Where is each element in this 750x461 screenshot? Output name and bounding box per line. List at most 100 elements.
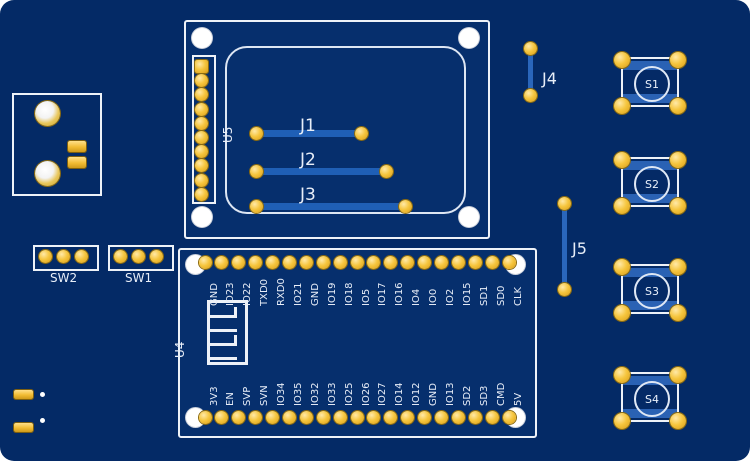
u4-bottom-pad-9[interactable] [333, 411, 347, 424]
switch-pad-1[interactable] [614, 259, 630, 275]
u5-pad-5[interactable] [195, 116, 208, 130]
u4-top-pad-13[interactable] [401, 256, 415, 269]
switch-actuator-ring[interactable]: S1 [634, 66, 670, 102]
sw1-pad-1[interactable] [114, 250, 127, 263]
j1-pad-2[interactable] [355, 127, 368, 140]
u4-bottom-pad-7[interactable] [299, 411, 313, 424]
sw2-pad-1[interactable] [39, 250, 52, 263]
u5-pad-1[interactable] [195, 60, 208, 73]
switch-pad-2[interactable] [670, 152, 686, 168]
switch-pad-2[interactable] [670, 52, 686, 68]
power-connector-smd-pad-1[interactable] [68, 141, 86, 152]
j2-pad-2[interactable] [380, 165, 393, 178]
u4-top-pad-19[interactable] [502, 256, 516, 269]
j3-pad-1[interactable] [250, 200, 263, 213]
sw2-pad-3[interactable] [75, 250, 88, 263]
u4-bottom-pad-11[interactable] [367, 411, 381, 424]
j2-pad-1[interactable] [250, 165, 263, 178]
u4-bottom-pad-1[interactable] [198, 411, 212, 424]
u4-bottom-pad-15[interactable] [434, 411, 448, 424]
u4-bottom-pad-13[interactable] [401, 411, 415, 424]
switch-pad-4[interactable] [670, 413, 686, 429]
u4-top-pad-16[interactable] [451, 256, 465, 269]
switch-contact-bar-top [623, 61, 677, 70]
u4-top-pad-14[interactable] [418, 256, 432, 269]
u4-top-pad-4[interactable] [249, 256, 263, 269]
j1-pad-1[interactable] [250, 127, 263, 140]
u4-bottom-label-18: CMD [495, 382, 507, 406]
switch-pad-4[interactable] [670, 98, 686, 114]
u4-bottom-pad-17[interactable] [468, 411, 482, 424]
sw1-pad-3[interactable] [150, 250, 163, 263]
switch-actuator-ring[interactable]: S4 [634, 381, 670, 417]
u4-top-pad-12[interactable] [384, 256, 398, 269]
power-connector-pad-2[interactable] [35, 161, 60, 186]
u4-top-pad-2[interactable] [215, 256, 229, 269]
tactile-switch-s2[interactable]: S2 [610, 148, 690, 216]
u4-top-pad-10[interactable] [350, 256, 364, 269]
u5-pad-2[interactable] [195, 74, 208, 88]
test-pad-1[interactable] [14, 390, 33, 399]
switch-pad-3[interactable] [614, 98, 630, 114]
power-connector-smd-pad-2[interactable] [68, 157, 86, 168]
u5-pad-10[interactable] [195, 187, 208, 201]
u4-bottom-pad-19[interactable] [502, 411, 516, 424]
antenna-trace-seg-h4 [207, 343, 237, 346]
tactile-switch-s1[interactable]: S1 [610, 48, 690, 116]
u4-top-pad-15[interactable] [434, 256, 448, 269]
switch-pad-3[interactable] [614, 198, 630, 214]
switch-pad-4[interactable] [670, 305, 686, 321]
switch-pad-3[interactable] [614, 413, 630, 429]
sw2-pad-2[interactable] [57, 250, 70, 263]
u4-bottom-pad-2[interactable] [215, 411, 229, 424]
u5-pad-6[interactable] [195, 131, 208, 144]
j2-label: J2 [300, 150, 316, 170]
u4-top-pad-18[interactable] [485, 256, 499, 269]
switch-pad-2[interactable] [670, 367, 686, 383]
u5-pad-3[interactable] [195, 88, 208, 102]
u4-top-pad-9[interactable] [333, 256, 347, 269]
power-connector-pad-1[interactable] [35, 101, 60, 126]
u4-bottom-pad-16[interactable] [451, 411, 465, 424]
j4-pad-1[interactable] [524, 42, 537, 55]
u4-top-pad-17[interactable] [468, 256, 482, 269]
tactile-switch-s3[interactable]: S3 [610, 255, 690, 323]
u4-top-pad-6[interactable] [282, 256, 296, 269]
u5-pad-4[interactable] [195, 102, 208, 116]
j3-pad-2[interactable] [399, 200, 412, 213]
j4-pad-2[interactable] [524, 89, 537, 102]
u5-label: U5 [221, 126, 235, 143]
u4-bottom-pad-14[interactable] [418, 411, 432, 424]
u5-pad-7[interactable] [195, 145, 208, 159]
u4-bottom-pad-3[interactable] [232, 411, 246, 424]
switch-pad-3[interactable] [614, 305, 630, 321]
sw1-pad-2[interactable] [132, 250, 145, 263]
u4-bottom-pad-10[interactable] [350, 411, 364, 424]
u4-bottom-pad-18[interactable] [485, 411, 499, 424]
u4-top-pad-1[interactable] [198, 256, 212, 269]
test-pad-2[interactable] [14, 423, 33, 432]
switch-pad-1[interactable] [614, 152, 630, 168]
switch-pad-4[interactable] [670, 198, 686, 214]
u4-top-pad-5[interactable] [266, 256, 280, 269]
u4-bottom-pad-6[interactable] [282, 411, 296, 424]
u4-bottom-pad-5[interactable] [266, 411, 280, 424]
u5-pad-8[interactable] [195, 159, 208, 173]
switch-pad-1[interactable] [614, 52, 630, 68]
switch-actuator-ring[interactable]: S2 [634, 166, 670, 202]
u4-bottom-pad-8[interactable] [316, 411, 330, 424]
u4-top-pad-11[interactable] [367, 256, 381, 269]
u4-bottom-pad-12[interactable] [384, 411, 398, 424]
switch-pad-1[interactable] [614, 367, 630, 383]
switch-pad-2[interactable] [670, 259, 686, 275]
switch-actuator-ring[interactable]: S3 [634, 273, 670, 309]
tactile-switch-s4[interactable]: S4 [610, 363, 690, 431]
j5-pad-2[interactable] [558, 283, 571, 296]
j5-pad-1[interactable] [558, 197, 571, 210]
u4-top-pad-7[interactable] [299, 256, 313, 269]
u4-top-pad-3[interactable] [232, 256, 246, 269]
u5-pad-9[interactable] [195, 173, 208, 187]
u4-top-pad-8[interactable] [316, 256, 330, 269]
sw2-label: SW2 [50, 271, 78, 285]
u4-bottom-pad-4[interactable] [249, 411, 263, 424]
